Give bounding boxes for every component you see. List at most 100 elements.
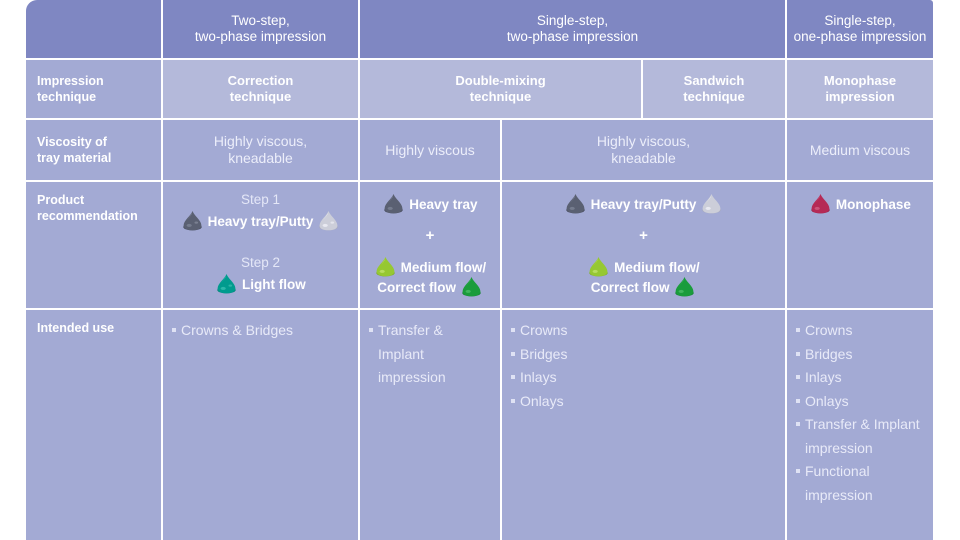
product-sandwich: Heavy tray/Putty +	[502, 182, 785, 308]
group-header-single-step-one-phase-line1: Single-step,	[824, 12, 896, 28]
intended-use-monophase-list: Crowns Bridges Inlays Onlays Transfer & …	[796, 319, 925, 507]
product-correction: Step 1 Heavy tray/Putty	[163, 182, 358, 308]
intended-use-correction-list: Crowns & Bridges	[172, 319, 350, 343]
row-label-product-recommendation: Product recommendation	[26, 182, 161, 308]
group-header-two-step: Two-step, two-phase impression	[163, 0, 358, 58]
intended-use-double-mixing-list: Transfer & Implant impression	[369, 319, 492, 390]
technique-correction-line1: Correction	[227, 72, 294, 88]
bullet-icon	[172, 328, 176, 332]
group-header-two-step-line2: two-phase impression	[194, 29, 327, 44]
product-correction-step1-label: Step 1	[240, 192, 281, 207]
list-item-text: Functional impression	[805, 463, 873, 503]
list-item: Crowns & Bridges	[172, 319, 350, 343]
group-header-single-step-two-phase-line2: two-phase impression	[506, 29, 639, 44]
product-sandwich-separator: +	[639, 227, 648, 244]
bullet-icon	[796, 328, 800, 332]
intended-use-correction: Crowns & Bridges	[163, 310, 358, 540]
row-label-product-recommendation-line2: recommendation	[37, 209, 138, 223]
viscosity-sandwich-group-line2: kneadable	[611, 150, 676, 166]
blob-heavy-tray-icon	[181, 210, 204, 231]
viscosity-sandwich-group: Highly viscous, kneadable	[502, 120, 785, 180]
row-label-viscosity-line1: Viscosity of	[37, 135, 107, 149]
row-label-impression-technique-line1: Impression	[37, 74, 104, 88]
group-header-single-step-two-phase-line1: Single-step,	[536, 12, 609, 28]
row-label-impression-technique: Impression technique	[26, 60, 161, 118]
product-double-mixing-separator: +	[425, 227, 435, 244]
list-item: Bridges	[511, 343, 777, 367]
viscosity-double-mixing-line1: Highly viscous	[385, 141, 475, 158]
blob-putty-icon	[317, 210, 340, 231]
list-item-text: Transfer & Implant impression	[378, 322, 446, 385]
product-double-mixing: Heavy tray + Medium flow/ Correct flow	[360, 182, 500, 308]
technique-monophase-line1: Monophase	[823, 72, 897, 88]
row-label-product-recommendation-line1: Product	[37, 193, 85, 207]
list-item-text: Onlays	[520, 392, 564, 409]
viscosity-monophase: Medium viscous	[787, 120, 933, 180]
row-label-impression-technique-line2: technique	[37, 90, 97, 104]
technique-double-mixing-line2: technique	[469, 89, 532, 104]
viscosity-correction-line2: kneadable	[228, 150, 293, 166]
product-correction-step1-product: Heavy tray/Putty	[207, 214, 314, 229]
row-label-viscosity: Viscosity of tray material	[26, 120, 161, 180]
group-header-single-step-one-phase-line2: one-phase impression	[793, 29, 927, 44]
product-correction-step2-product: Light flow	[242, 277, 306, 292]
list-item: Crowns	[796, 319, 925, 343]
product-correction-step2-label: Step 2	[240, 255, 281, 270]
blob-light-flow-icon	[215, 273, 238, 294]
blob-correct-flow-icon	[673, 276, 696, 297]
blob-heavy-tray-icon	[382, 193, 405, 214]
row-label-intended-use: Intended use	[26, 310, 161, 540]
viscosity-sandwich-group-line1: Highly viscous,	[596, 133, 691, 149]
list-item-text: Bridges	[520, 345, 568, 362]
list-item: Bridges	[796, 343, 925, 367]
list-item: Functional impression	[796, 460, 925, 507]
list-item-text: Transfer & Implant impression	[805, 416, 920, 456]
list-item: Transfer & Implant impression	[796, 413, 925, 460]
bullet-icon	[796, 422, 800, 426]
list-item: Inlays	[796, 366, 925, 390]
row-label-viscosity-line2: tray material	[37, 151, 112, 165]
product-sandwich-bottom-line2: Correct flow	[590, 280, 670, 295]
technique-sandwich-line1: Sandwich	[683, 72, 745, 88]
bullet-icon	[511, 398, 515, 403]
list-item: Inlays	[511, 366, 777, 390]
list-item: Transfer & Implant impression	[369, 319, 492, 390]
blob-medium-flow-icon	[587, 256, 610, 277]
product-double-mixing-top: Heavy tray	[409, 197, 478, 212]
group-header-single-step-one-phase: Single-step, one-phase impression	[787, 0, 933, 58]
technique-sandwich-line2: technique	[683, 89, 745, 104]
group-header-single-step-two-phase: Single-step, two-phase impression	[360, 0, 785, 58]
intended-use-sandwich: Crowns Bridges Inlays Onlays	[502, 310, 785, 540]
blob-monophase-icon	[809, 193, 832, 214]
technique-monophase-line2: impression	[825, 89, 895, 104]
bullet-icon	[796, 351, 800, 356]
list-item: Crowns	[511, 319, 777, 343]
technique-double-mixing-line1: Double-mixing	[455, 72, 546, 88]
list-item-text: Crowns	[805, 322, 853, 338]
blob-medium-flow-icon	[374, 256, 397, 277]
product-sandwich-top: Heavy tray/Putty	[590, 197, 697, 212]
product-sandwich-bottom-line1: Medium flow/	[614, 260, 700, 275]
list-item-text: Crowns & Bridges	[181, 322, 294, 338]
list-item-text: Crowns	[520, 322, 568, 338]
bullet-icon	[511, 328, 515, 332]
row-label-intended-use-text: Intended use	[37, 321, 115, 335]
technique-sandwich: Sandwich technique	[643, 60, 785, 118]
list-item-text: Inlays	[805, 369, 842, 385]
impression-technique-table: Two-step, two-phase impression Single-st…	[26, 0, 933, 540]
intended-use-monophase: Crowns Bridges Inlays Onlays Transfer & …	[787, 310, 933, 540]
list-item: Onlays	[511, 390, 777, 414]
header-spacer-cell	[26, 0, 161, 58]
viscosity-correction-line1: Highly viscous,	[213, 133, 308, 149]
product-monophase-label: Monophase	[835, 197, 911, 212]
blob-correct-flow-icon	[460, 276, 483, 297]
technique-correction-line2: technique	[229, 89, 292, 104]
viscosity-double-mixing: Highly viscous	[360, 120, 500, 180]
technique-correction: Correction technique	[163, 60, 358, 118]
bullet-icon	[796, 375, 800, 379]
bullet-icon	[511, 351, 515, 356]
list-item-text: Onlays	[805, 392, 849, 409]
list-item-text: Inlays	[520, 369, 557, 385]
bullet-icon	[369, 328, 373, 332]
viscosity-correction: Highly viscous, kneadable	[163, 120, 358, 180]
